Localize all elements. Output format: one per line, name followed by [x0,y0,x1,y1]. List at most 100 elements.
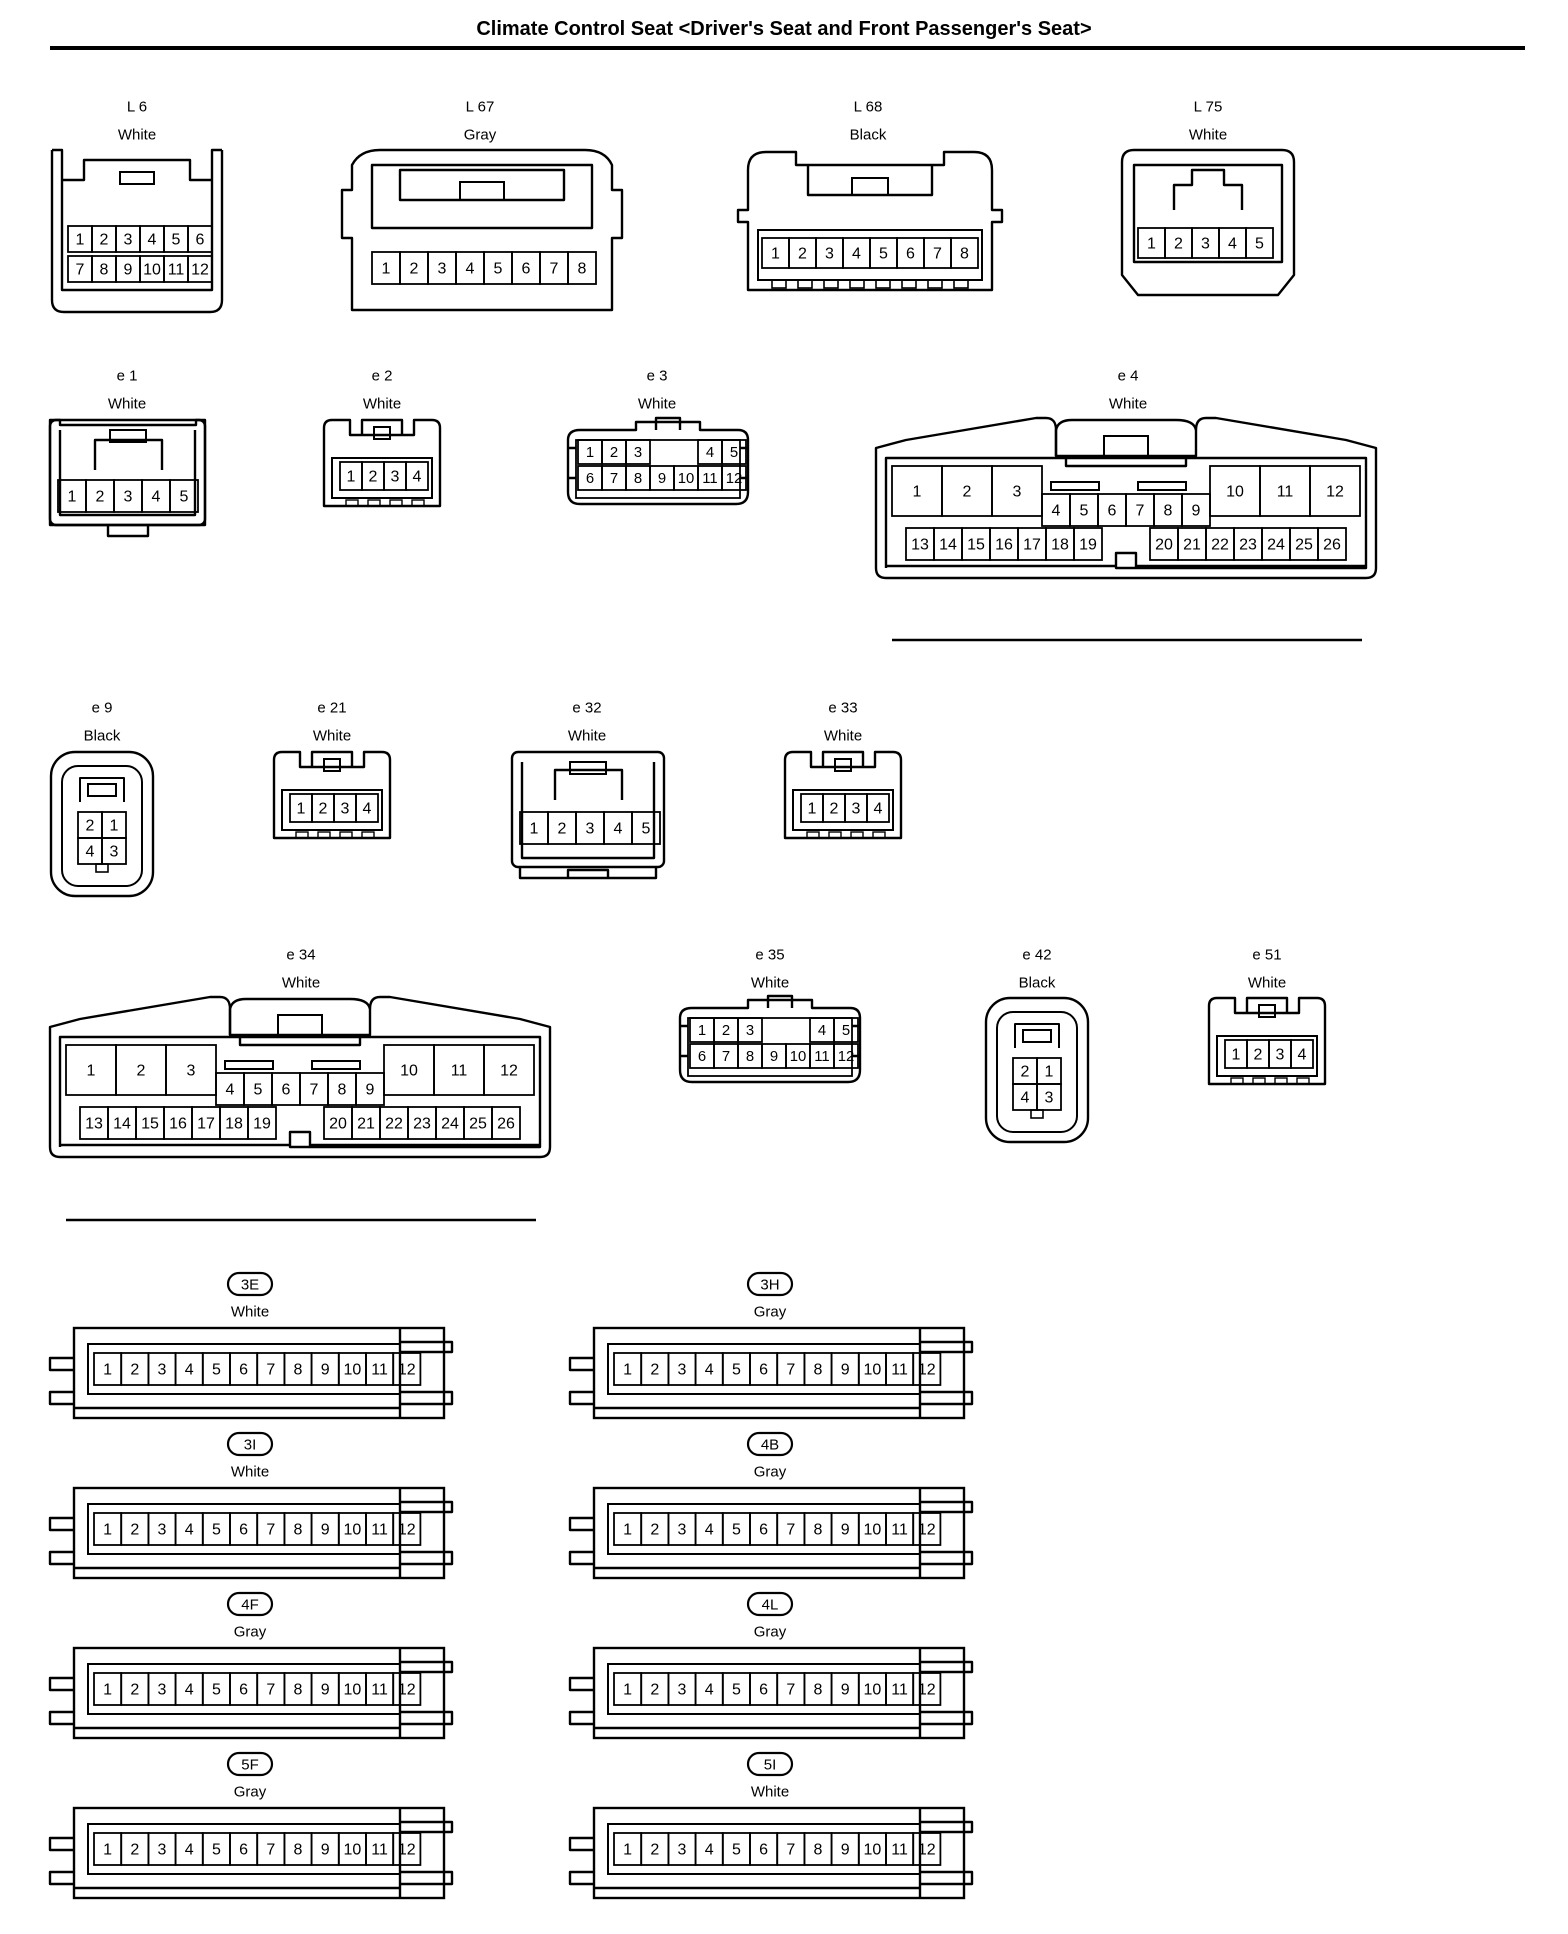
pin-number: 7 [266,1362,275,1379]
pin-cell: 4 [355,793,379,823]
pin-number: 5 [212,1522,221,1539]
pin-cell: 5 [631,811,661,845]
pin-number: 6 [239,1842,248,1859]
pin-number: 9 [841,1842,850,1859]
pin-cell: 6 [229,1672,259,1706]
pin-number: 10 [344,1522,362,1539]
pin-number: 5 [1080,503,1089,520]
pin-number: 4 [185,1522,194,1539]
pin-number: 2 [319,801,328,818]
pin-number: 1 [623,1842,632,1859]
pin-number: 3 [158,1522,167,1539]
pin-number: 1 [1045,1064,1054,1081]
pin-number: 26 [1323,537,1341,554]
pin-number: 4 [185,1362,194,1379]
pin-cell: 15 [135,1106,165,1140]
pin-cell: 8 [950,237,979,269]
pin-cell: 2 [640,1672,670,1706]
pin-cell: 12 [912,1672,942,1706]
pin-cell: 7 [776,1672,806,1706]
pin-number: 2 [963,484,972,501]
pin-cell: 2 [120,1832,150,1866]
pin-cell: 2 [361,461,385,491]
pin-number: 3 [1045,1090,1054,1107]
pin-number: 12 [918,1522,936,1539]
pin-number: 1 [530,821,539,838]
pin-number: 7 [786,1362,795,1379]
pin-number: 11 [891,1522,908,1539]
pin-cell: 2 [640,1832,670,1866]
pin-cell: 12 [392,1352,422,1386]
pin-cell: 4 [694,1832,724,1866]
junction-connector-3I: 3I White [226,1431,274,1481]
pin-number: 1 [87,1063,96,1080]
pin-number: 8 [960,246,969,263]
pin-number: 5 [212,1682,221,1699]
pin-cell: 8 [803,1672,833,1706]
connector-code: 3I [244,1437,257,1454]
pin-cell: 9 [830,1352,860,1386]
pin-number: 4 [363,801,372,818]
pin-cell: 7 [776,1352,806,1386]
connector-code: L 68 [854,99,883,116]
pin-cell: 3 [147,1672,177,1706]
pin-number: 3 [746,1023,754,1039]
connector-code: 4B [761,1437,779,1454]
connector-code-badge: 4F [226,1591,274,1617]
pin-number: 19 [253,1116,271,1133]
pin-number: 7 [266,1522,275,1539]
pin-number: 4 [466,261,475,278]
pin-cell: 5 [833,1017,859,1043]
pin-cell: 16 [163,1106,193,1140]
pin-number: 1 [103,1842,112,1859]
pin-number: 6 [759,1682,768,1699]
pin-number: 23 [1239,537,1257,554]
pin-number: 18 [1051,537,1069,554]
connector-code: 5I [764,1757,777,1774]
pin-cell: 4 [694,1672,724,1706]
pin-cell: 21 [1177,527,1207,561]
pin-number: 1 [698,1023,706,1039]
pin-cell: 1 [800,793,824,823]
pin-number: 11 [168,262,185,279]
pin-cell: 3 [667,1832,697,1866]
pin-cell: 12 [392,1832,422,1866]
pin-number: 5 [180,489,189,506]
pin-number: 2 [137,1063,146,1080]
pin-cell: 3 [165,1044,217,1096]
connector-color: White [231,1464,269,1481]
pin-cell: 1 [289,793,313,823]
pin-cell: 1 [519,811,549,845]
pin-cell: 15 [961,527,991,561]
pin-cell: 6 [749,1512,779,1546]
pin-number: 19 [1079,537,1097,554]
pin-number: 3 [110,844,119,861]
pin-cell: 7 [256,1832,286,1866]
pin-number: 12 [398,1682,416,1699]
pin-number: 4 [705,1682,714,1699]
pin-cell: 11 [885,1672,915,1706]
pin-cell: 2 [85,479,115,513]
pin-cell: 8 [283,1672,313,1706]
pin-cell: 16 [989,527,1019,561]
connector-color: White [751,975,789,992]
pin-cell: 4 [77,837,103,865]
pin-cell: 1 [371,251,401,285]
pin-number: 3 [124,489,133,506]
pin-number: 11 [451,1063,468,1080]
pin-cell: 8 [283,1832,313,1866]
pin-cell: 6 [229,1352,259,1386]
pin-number: 2 [86,818,95,835]
connector-code: 3H [760,1277,779,1294]
connector-code: e 51 [1252,947,1281,964]
pin-cell: 9 [761,1043,787,1069]
pin-number: 10 [1226,484,1244,501]
pin-cell: 9 [1181,493,1211,527]
pin-number: 1 [103,1522,112,1539]
pin-cell: 21 [351,1106,381,1140]
